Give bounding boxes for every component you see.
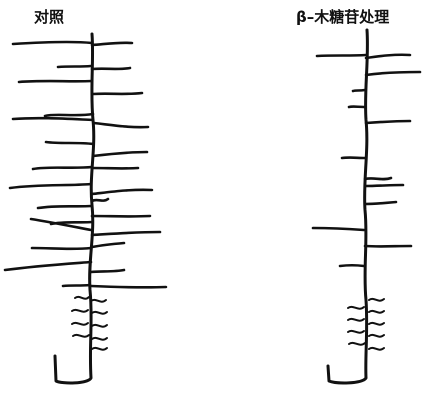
lateral-root: [92, 43, 132, 45]
lateral-root: [58, 66, 91, 67]
lateral-root: [91, 286, 166, 287]
control-root: [5, 34, 166, 383]
lateral-root: [13, 118, 93, 120]
lateral-root: [13, 42, 92, 44]
lateral-root: [92, 199, 108, 201]
lateral-root: [353, 90, 365, 91]
squiggle-root: [92, 312, 107, 314]
lateral-root: [45, 114, 93, 116]
treatment-main-axis: [328, 30, 367, 383]
lateral-root: [38, 206, 91, 208]
lateral-root: [91, 270, 124, 272]
lateral-root: [5, 262, 91, 270]
lateral-root: [92, 232, 160, 235]
lateral-root: [32, 248, 91, 249]
lateral-root: [33, 167, 92, 169]
squiggle-root: [369, 311, 384, 313]
squiggle-root: [91, 300, 106, 302]
squiggle-root: [369, 348, 384, 350]
lateral-root: [366, 72, 420, 75]
lateral-root: [92, 243, 124, 247]
lateral-root: [10, 184, 91, 188]
treatment-root: [313, 30, 420, 383]
lateral-root: [313, 228, 364, 230]
squiggle-root: [72, 310, 88, 312]
squiggle-root: [369, 323, 384, 325]
control-label: 对照: [34, 6, 64, 27]
lateral-root: [31, 219, 91, 230]
lateral-root: [365, 178, 391, 179]
lateral-root: [92, 68, 130, 69]
lateral-root: [19, 81, 92, 82]
lateral-root: [92, 190, 152, 194]
lateral-root: [365, 202, 396, 204]
squiggle-root: [92, 325, 107, 327]
control-main-axis: [55, 34, 94, 383]
treatment-label: β–木糖苷处理: [296, 6, 389, 27]
squiggle-root: [369, 335, 384, 337]
lateral-root: [365, 185, 403, 186]
lateral-root: [46, 142, 93, 144]
squiggle-root: [92, 338, 107, 340]
squiggle-root: [73, 335, 89, 337]
lateral-root: [63, 285, 90, 286]
squiggle-root: [349, 343, 365, 345]
squiggle-root: [72, 323, 88, 325]
lateral-root: [340, 265, 364, 266]
lateral-root: [94, 123, 148, 127]
squiggle-root: [92, 348, 107, 350]
lateral-root: [93, 93, 142, 94]
squiggle-root: [348, 307, 364, 309]
squiggle-root: [75, 297, 89, 299]
squiggle-root: [369, 299, 384, 301]
lateral-root: [93, 152, 147, 156]
lateral-root: [317, 55, 366, 56]
squiggle-root: [348, 331, 364, 333]
squiggle-root: [348, 319, 364, 321]
lateral-root: [366, 121, 410, 123]
lateral-root: [366, 55, 410, 58]
control-lateral-roots: [5, 42, 166, 288]
